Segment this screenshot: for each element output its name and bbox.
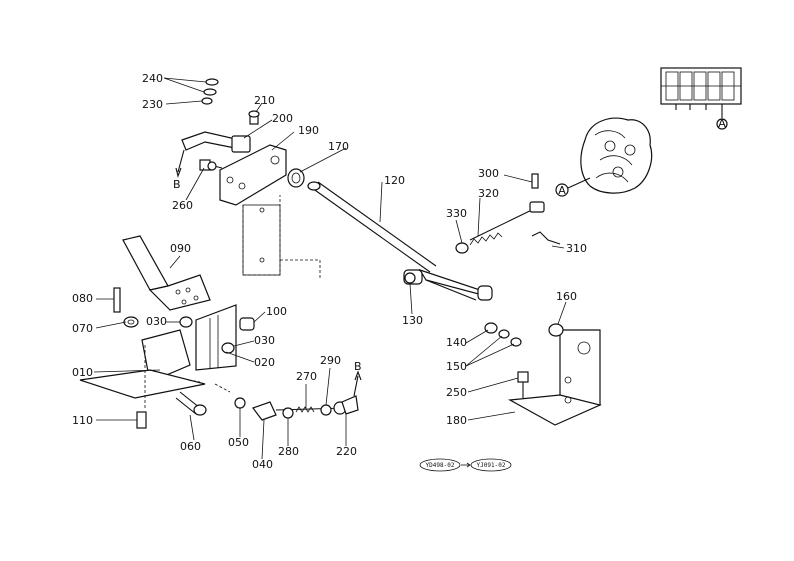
- pedal-090: [122, 235, 211, 311]
- callout-280: 280: [278, 445, 299, 458]
- callout-010: 010: [72, 366, 93, 379]
- leader-lines: [93, 77, 567, 460]
- callout-230: 230: [142, 98, 163, 111]
- main-valve: A: [555, 117, 653, 197]
- inset-marker-a: A: [718, 117, 726, 130]
- bracket-190: [219, 144, 321, 280]
- footer-ref-right: YJ091-02: [477, 462, 506, 469]
- callout-b-upper: B: [173, 178, 181, 191]
- lever-200: [175, 110, 260, 178]
- callout-labels: 240 230 210 200 190 170 120 300 320 330 …: [72, 72, 587, 471]
- callout-300: 300: [478, 167, 499, 180]
- callout-020: 020: [254, 356, 275, 369]
- callout-180: 180: [446, 414, 467, 427]
- rod-320: [455, 173, 561, 254]
- bush-170: [287, 168, 305, 188]
- callout-150: 150: [446, 360, 467, 373]
- callout-090: 090: [170, 242, 191, 255]
- callout-130: 130: [402, 314, 423, 327]
- callout-120: 120: [384, 174, 405, 187]
- callout-220: 220: [336, 445, 357, 458]
- washers-240-230: [201, 78, 219, 105]
- callout-310: 310: [566, 242, 587, 255]
- callout-070: 070: [72, 322, 93, 335]
- main-marker-a: A: [558, 184, 566, 197]
- footer-ref-left: YD498-02: [426, 462, 455, 469]
- callout-320: 320: [478, 187, 499, 200]
- callout-050: 050: [228, 436, 249, 449]
- callout-330: 330: [446, 207, 467, 220]
- callout-060: 060: [180, 440, 201, 453]
- callout-160: 160: [556, 290, 577, 303]
- callout-040: 040: [252, 458, 273, 471]
- callout-080: 080: [72, 292, 93, 305]
- pin-060: [175, 379, 231, 416]
- callout-270: 270: [296, 370, 317, 383]
- callout-170: 170: [328, 140, 349, 153]
- callout-b-lower: B: [354, 360, 362, 373]
- inset-valve-block: A: [660, 67, 742, 130]
- callout-240: 240: [142, 72, 163, 85]
- shaft-120: [307, 181, 493, 301]
- linkage-chain: [234, 370, 362, 421]
- nuts-140-150: [484, 322, 522, 347]
- callout-110: 110: [72, 414, 93, 427]
- callout-210: 210: [254, 94, 275, 107]
- callout-250: 250: [446, 386, 467, 399]
- callout-290: 290: [320, 354, 341, 367]
- callout-030-upper: 030: [146, 315, 167, 328]
- footer-refs: YD498-02 YJ091-02: [419, 458, 512, 472]
- base-010: [79, 329, 206, 429]
- pin-080-washer-070: [113, 287, 139, 328]
- bracket-180: [508, 323, 602, 426]
- callout-140: 140: [446, 336, 467, 349]
- callout-100: 100: [266, 305, 287, 318]
- callout-030-lower: 030: [254, 334, 275, 347]
- bracket-020: [179, 304, 255, 371]
- callout-260: 260: [172, 199, 193, 212]
- callout-190: 190: [298, 124, 319, 137]
- callout-200: 200: [272, 112, 293, 125]
- bolt-260: [199, 159, 223, 171]
